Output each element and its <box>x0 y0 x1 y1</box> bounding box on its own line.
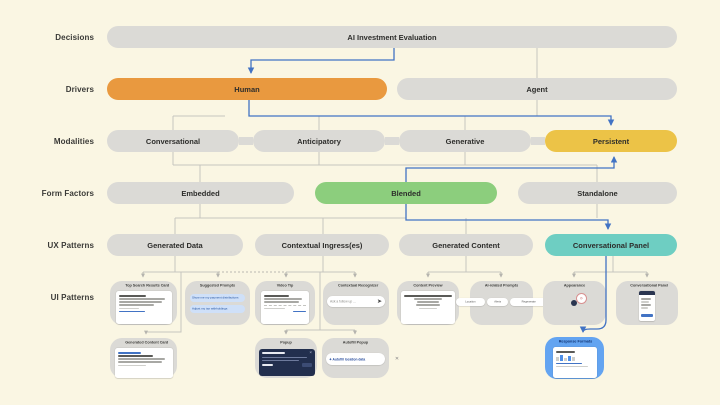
row-label-modalities: Modalities <box>53 137 94 146</box>
card-top-search-results: Top Search Results Card <box>110 281 177 325</box>
card-autofill-popup: Autofill Popup ✦ Autofill location data … <box>322 338 399 378</box>
card-ai-related-prompts: AI-related Prompts Location Alerts Regen… <box>455 281 548 325</box>
card-title: AI-related Prompts <box>484 284 519 288</box>
modality-link-bar <box>385 137 399 145</box>
prompt-chip: Regenerate <box>509 298 548 306</box>
node-contextual-ingress: Contextual Ingress(es) <box>255 234 389 256</box>
popup-thumbnail: ✕ <box>259 348 315 376</box>
response-format-thumbnail <box>552 347 597 378</box>
card-generated-content: Generated Content Card <box>110 338 177 378</box>
followup-input: Ask a follow up ... ➤ <box>327 296 385 307</box>
row-label-drivers: Drivers <box>65 85 94 94</box>
prompt-chip: Alerts <box>486 298 508 306</box>
row-label-ui-patterns: UI Patterns <box>50 293 94 302</box>
card-title: Popup <box>280 341 292 345</box>
node-embedded: Embedded <box>107 182 294 204</box>
node-human: Human <box>107 78 387 100</box>
content-preview-thumbnail <box>401 291 455 324</box>
card-title: Video Tip <box>276 284 294 288</box>
autofill-pill: ✦ Autofill location data ✕ <box>326 353 399 365</box>
card-appearance: Appearance ⟳ <box>543 281 606 325</box>
card-title: Generated Content Card <box>125 341 169 345</box>
search-results-thumbnail <box>115 291 172 324</box>
node-conversational: Conversational <box>107 130 239 152</box>
node-ai-investment-evaluation: AI Investment Evaluation <box>107 26 677 48</box>
prompt-chip-label: Alerts <box>493 300 501 304</box>
card-content-preview: Content Preview <box>397 281 459 325</box>
node-generative: Generative <box>399 130 531 152</box>
node-generated-data: Generated Data <box>107 234 243 256</box>
prompt-pill-label: Adjust my tax withholdings <box>192 307 228 310</box>
modality-link-bar <box>531 137 545 145</box>
avatar-dot-icon <box>571 300 577 306</box>
card-contextual-recognizer: Contextual Recognizer Ask a follow up ..… <box>323 281 389 325</box>
card-title: Contextual Recognizer <box>338 284 379 288</box>
node-agent: Agent <box>397 78 677 100</box>
row-label-decisions: Decisions <box>55 33 94 42</box>
popup-button <box>302 363 312 367</box>
generated-content-thumbnail <box>114 348 173 378</box>
row-label-form-factors: Form Factors <box>41 189 94 198</box>
card-title: Content Preview <box>413 284 443 288</box>
modality-link-bar <box>239 137 253 145</box>
card-popup: Popup ✕ <box>255 338 317 378</box>
node-blended: Blended <box>315 182 497 204</box>
refresh-avatar-icon: ⟳ <box>576 293 587 304</box>
prompt-chip-label: Regenerate <box>521 300 536 304</box>
video-tip-thumbnail <box>261 291 309 324</box>
card-title: Autofill Popup <box>342 341 369 345</box>
node-anticipatory: Anticipatory <box>253 130 385 152</box>
node-standalone: Standalone <box>518 182 677 204</box>
card-title: Suggested Prompts <box>199 284 236 288</box>
prompt-chip: Location <box>455 298 485 306</box>
close-icon: ✕ <box>309 351 312 355</box>
autofill-pill-label: ✦ Autofill location data <box>329 357 366 361</box>
prompt-pill: Adjust my tax withholdings <box>190 304 245 313</box>
chat-panel-thumbnail <box>639 291 655 321</box>
card-suggested-prompts: Suggested Prompts Show me my payment dis… <box>185 281 250 325</box>
card-response-formats: Response Formats <box>545 337 604 379</box>
prompt-chip-label: Location <box>465 300 476 304</box>
card-video-tip: Video Tip <box>255 281 315 325</box>
prompt-pill-label: Show me my payment distributions <box>192 296 239 300</box>
card-conversational-panel-preview: Conversational Panel <box>616 281 678 325</box>
card-title: Appearance <box>563 284 586 288</box>
node-persistent: Persistent <box>545 130 677 152</box>
close-icon: ✕ <box>394 356 400 362</box>
followup-placeholder: Ask a follow up ... <box>330 299 356 304</box>
node-generated-content: Generated Content <box>399 234 533 256</box>
paper-plane-icon: ➤ <box>377 299 383 305</box>
prompt-pill: Show me my payment distributions <box>190 294 245 302</box>
row-label-ux-patterns: UX Patterns <box>47 241 94 250</box>
card-title: Top Search Results Card <box>125 284 170 288</box>
card-title: Response Formats <box>558 340 593 344</box>
node-conversational-panel: Conversational Panel <box>545 234 677 256</box>
mini-chart <box>555 354 594 362</box>
card-title: Conversational Panel <box>630 284 669 288</box>
